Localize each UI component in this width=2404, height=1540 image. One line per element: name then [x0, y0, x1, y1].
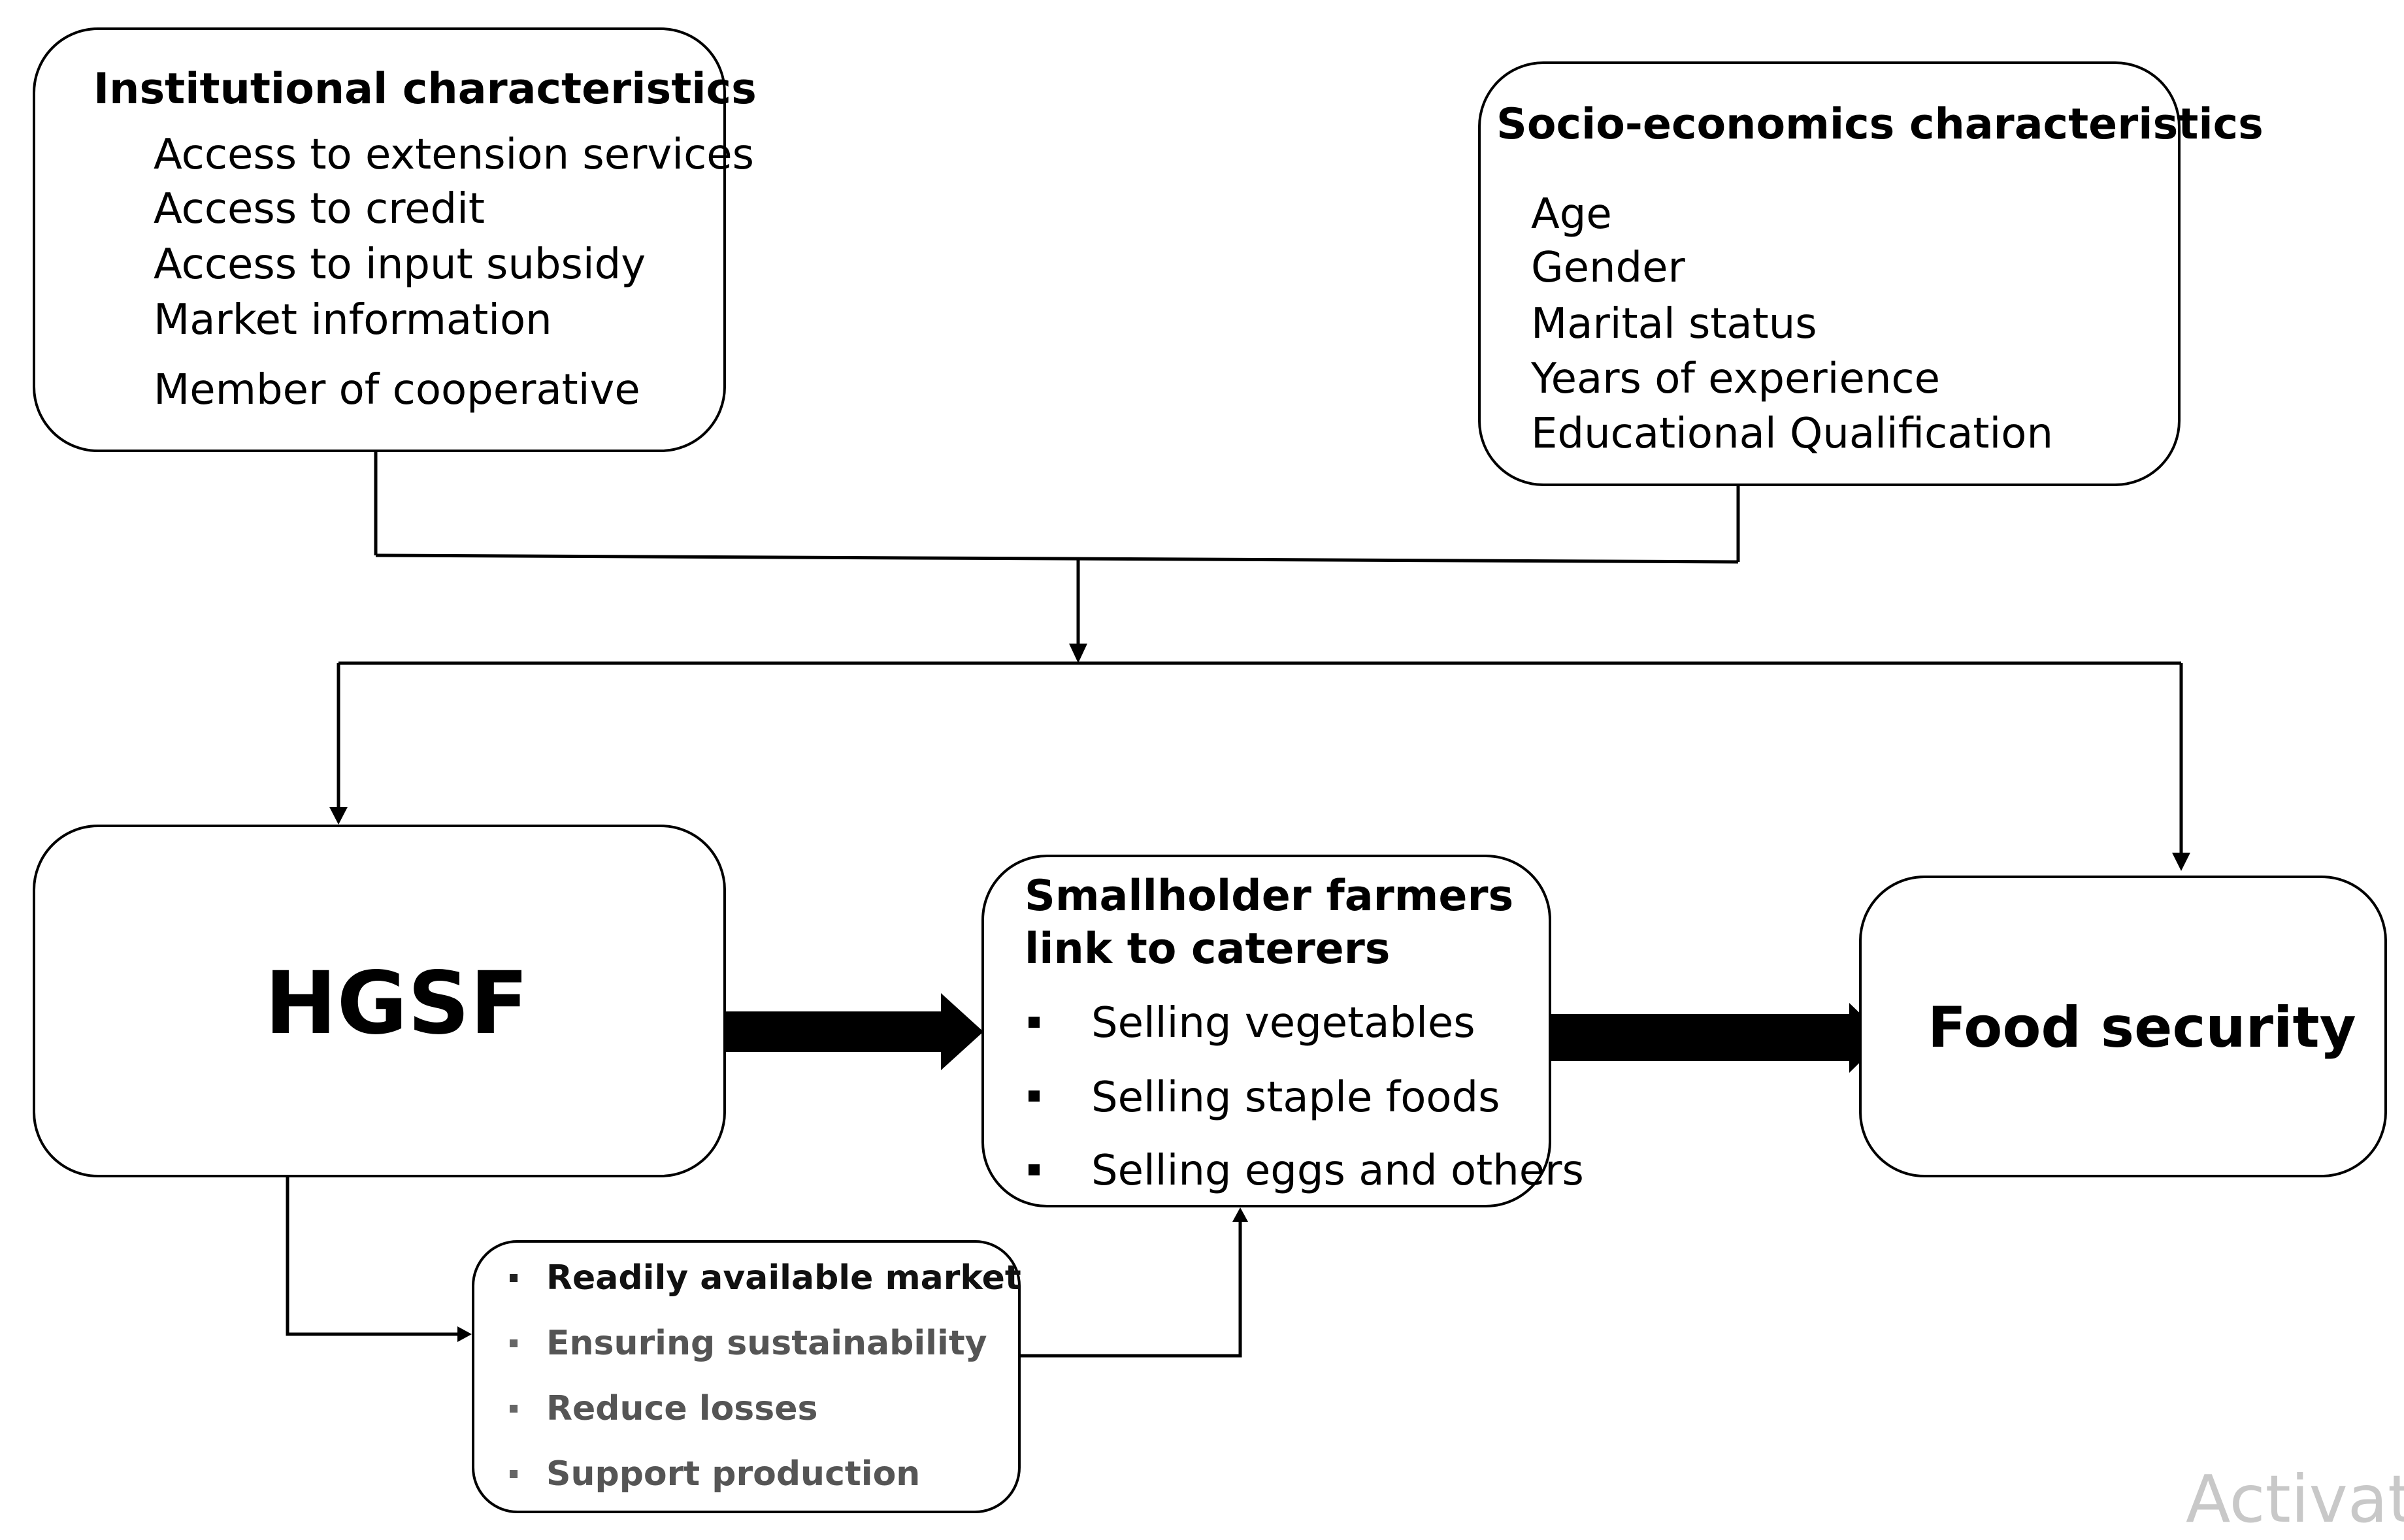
smallholder-box: [981, 855, 1551, 1207]
socio-economic-title: Socio-economics characteristics: [1496, 100, 2264, 149]
benefit-bullet: [510, 1470, 518, 1478]
smallholder-item: Selling vegetables: [1091, 999, 1475, 1047]
institutional-item: Member of cooperative: [154, 366, 640, 414]
benefit-bullet: [510, 1339, 518, 1347]
socio-economic-item: Educational Qualification: [1531, 410, 2053, 458]
socio-economic-box: [1478, 61, 2181, 486]
socio-economic-item: Age: [1531, 190, 1612, 238]
hgsf-box: [33, 825, 726, 1177]
benefit-bullet: [510, 1274, 518, 1282]
smallholder-item: Selling staple foods: [1091, 1073, 1500, 1122]
hgsf-to-benefits-connector: [286, 1176, 472, 1342]
block-arrow-hgsf-to-smallholder: [724, 993, 983, 1070]
hgsf-label: HGSF: [265, 953, 529, 1054]
smallholder-bullet: [1029, 1164, 1040, 1175]
benefits-to-smallholder-connector: [1019, 1207, 1248, 1358]
smallholder-item: Selling eggs and others: [1091, 1147, 1584, 1195]
arrowheads-down: [329, 807, 2190, 871]
smallholder-title-line2: link to caterers: [1025, 925, 1391, 974]
socio-economic-item: Gender: [1531, 244, 1685, 292]
activation-watermark: Activate: [2186, 1461, 2404, 1537]
socio-economic-item: Years of experience: [1531, 355, 1940, 403]
institutional-item: Access to credit: [154, 185, 485, 233]
socio-economic-item: Marital status: [1531, 300, 1817, 348]
food-security-label: Food security: [1928, 995, 2356, 1060]
smallholder-title-line1: Smallholder farmers: [1025, 872, 1514, 921]
top-merge-lines: [374, 451, 1740, 564]
smallholder-bullet: [1029, 1090, 1040, 1102]
institutional-item: Access to input subsidy: [154, 240, 646, 289]
center-down-arrow: [1069, 557, 1087, 663]
block-arrow-smallholder-to-food: [1551, 1003, 1885, 1073]
distribution-line: [337, 661, 2183, 856]
benefit-bullet: [510, 1405, 518, 1413]
benefit-item: Reduce losses: [546, 1389, 818, 1428]
benefit-item: Ensuring sustainability: [546, 1324, 987, 1363]
benefit-item: Readily available market: [546, 1258, 1021, 1298]
institutional-box: [33, 27, 726, 452]
benefit-item: Support production: [546, 1454, 921, 1494]
smallholder-bullet: [1029, 1017, 1040, 1028]
benefits-box: [472, 1240, 1021, 1513]
institutional-item: Access to extension services: [154, 131, 754, 179]
institutional-item: Market information: [154, 296, 552, 344]
food-security-box: [1859, 876, 2387, 1177]
institutional-title: Institutional characteristics: [93, 65, 757, 114]
